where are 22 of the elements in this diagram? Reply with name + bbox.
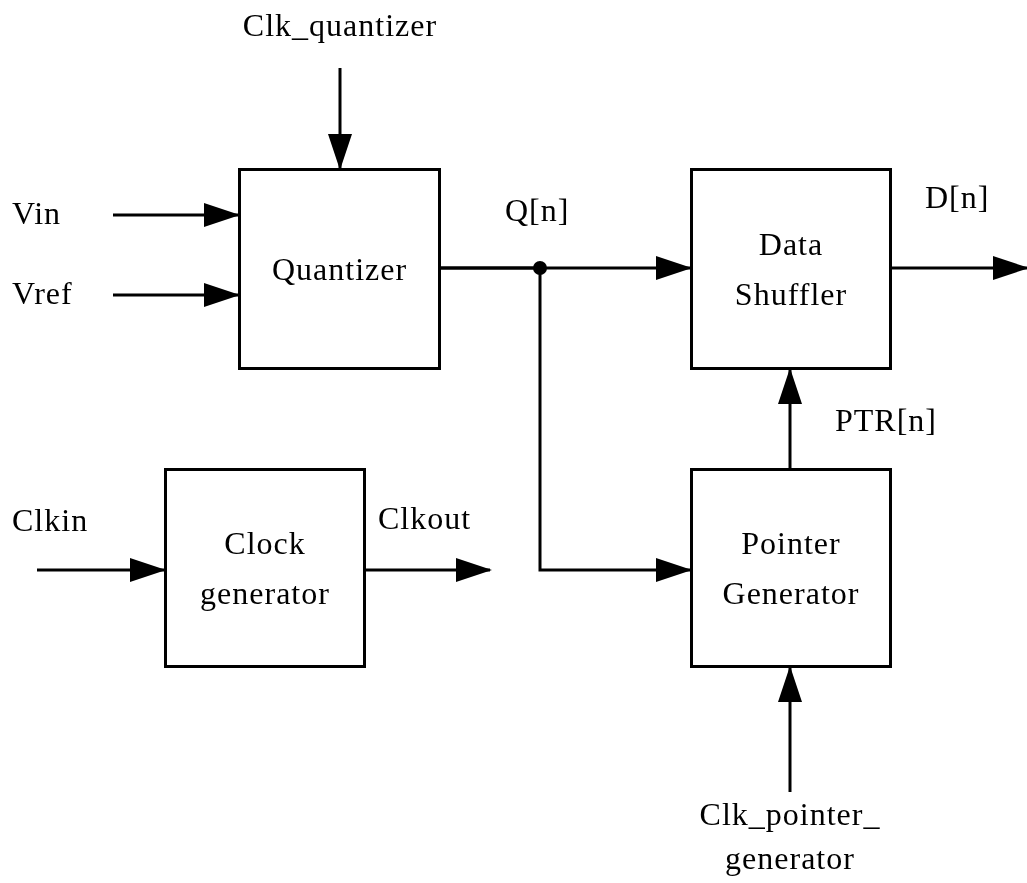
block-label: Pointer Generator [721,524,861,613]
block-box [238,168,441,370]
arrow [113,203,240,227]
arrow [778,666,802,792]
arrow [328,68,352,170]
signal-label: Clkin [12,501,89,540]
signal-label: Clk_pointer_ generator [698,795,882,878]
block-label: Data Shuffler [733,225,849,314]
signal-label: Vin [12,194,62,233]
block-label: Clock generator [199,524,331,613]
arrow [113,283,240,307]
arrow [366,558,492,582]
block-box [164,468,366,668]
arrow [37,558,166,582]
arrow [892,256,1027,280]
arrow [441,266,692,582]
signal-label: Vref [12,274,73,313]
arrow [778,368,802,468]
block-label: Quantizer [271,250,408,289]
signal-label: Clk_quantizer [242,6,438,45]
block-box [690,468,892,668]
block-box [690,168,892,370]
